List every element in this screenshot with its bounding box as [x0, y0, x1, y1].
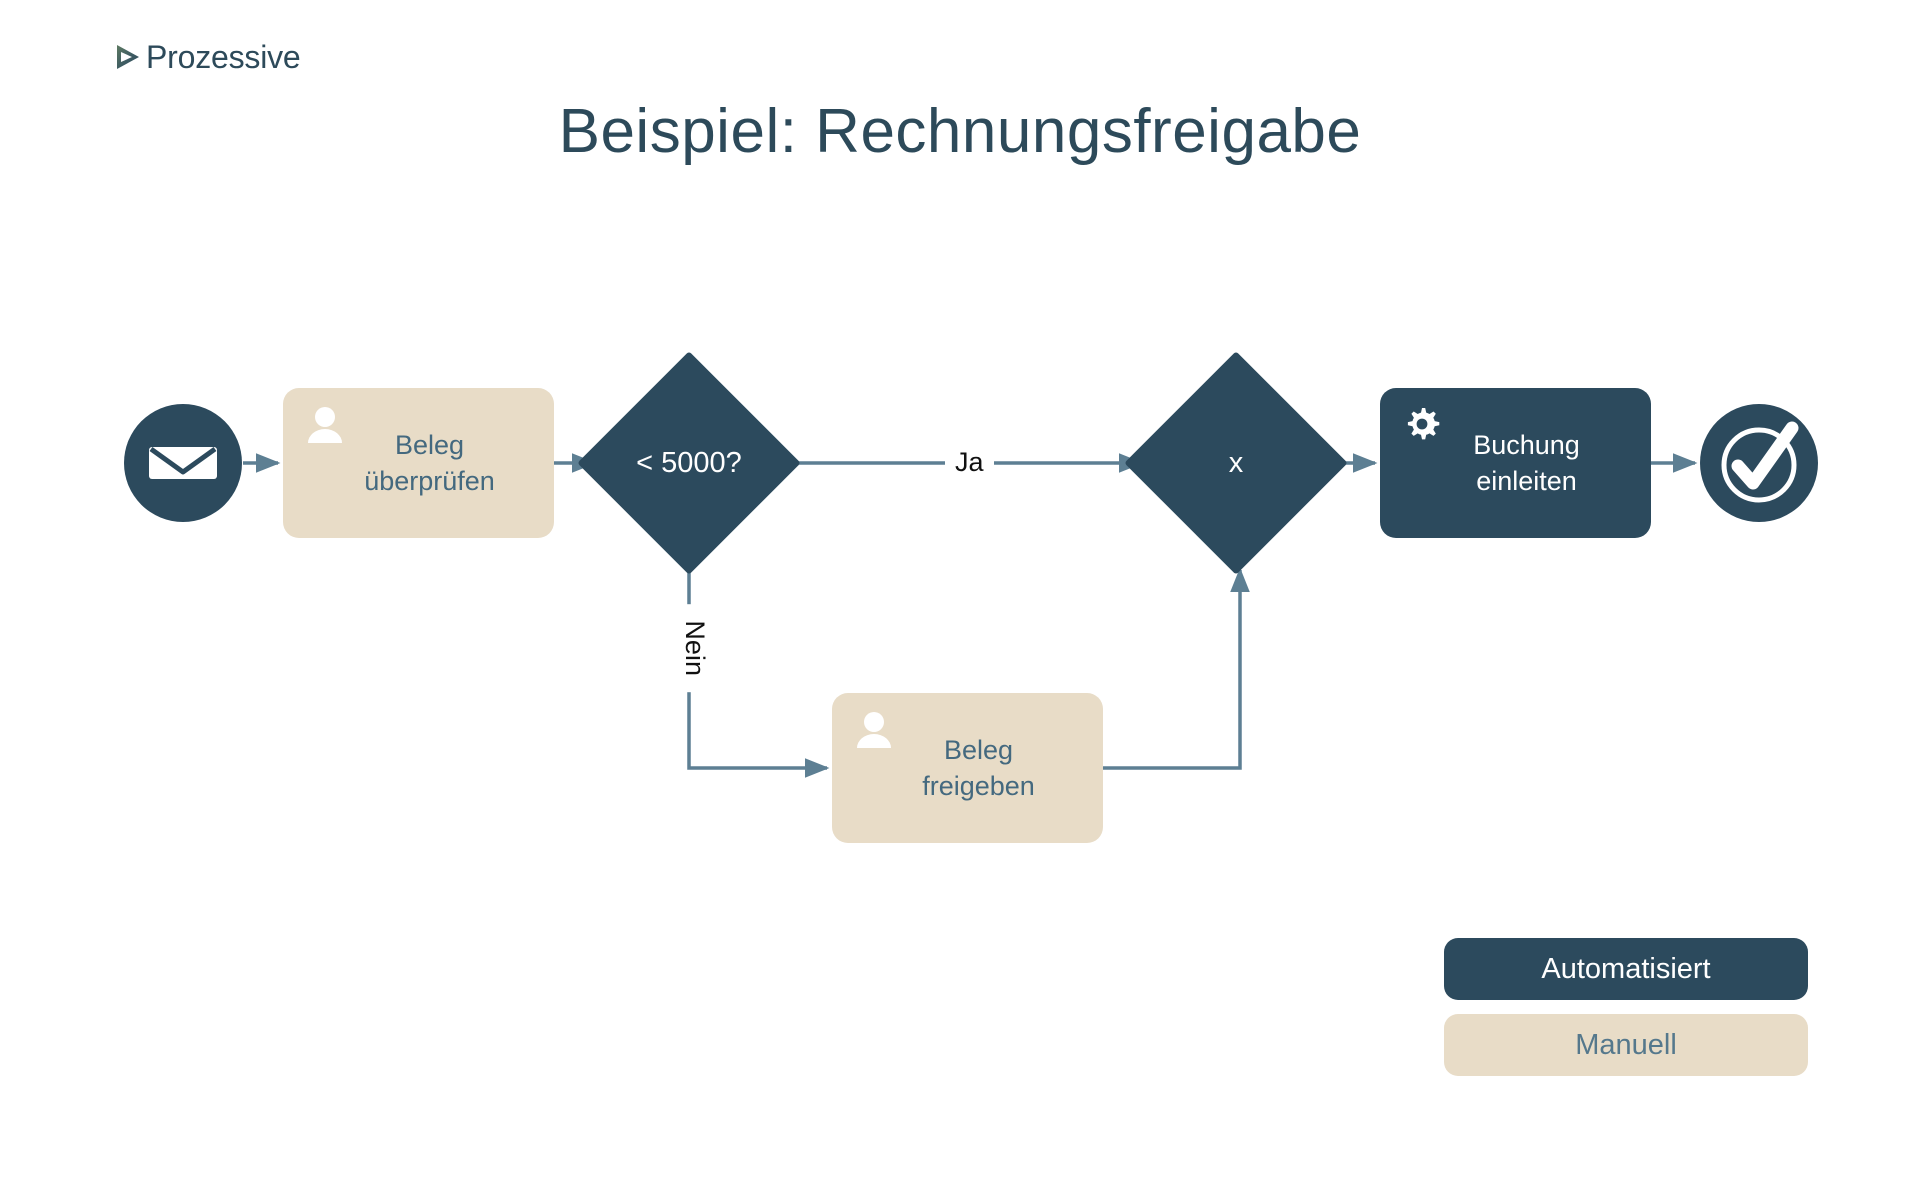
task-label: Beleg überprüfen: [364, 429, 495, 496]
gear-icon: [1402, 404, 1442, 444]
gateway-label: < 5000?: [636, 446, 742, 479]
edge-task2-to-merge: [1103, 567, 1250, 770]
legend-item-automatisiert[interactable]: Automatisiert: [1444, 938, 1808, 1000]
task-label: Beleg freigeben: [922, 734, 1035, 801]
legend: Automatisiert Manuell: [1444, 938, 1808, 1076]
edge-label-ja: Ja: [945, 446, 994, 479]
chevron-right-icon: [112, 40, 142, 74]
check-circle-icon: [1700, 404, 1818, 526]
gateway-label: x: [1228, 446, 1244, 479]
brand-logo: Prozessive: [112, 40, 301, 74]
task-beleg-freigeben[interactable]: Beleg freigeben: [832, 693, 1103, 843]
legend-label: Automatisiert: [1541, 952, 1711, 985]
end-event-node: [1700, 404, 1818, 522]
envelope-icon: [124, 404, 242, 526]
task-buchung-einleiten[interactable]: Buchung einleiten: [1380, 388, 1651, 538]
start-event-node: [124, 404, 242, 522]
edge-label-nein: Nein: [678, 604, 712, 693]
gateway-decision-5000[interactable]: < 5000?: [577, 351, 801, 575]
legend-label: Manuell: [1575, 1028, 1677, 1061]
gateway-merge[interactable]: x: [1124, 351, 1348, 575]
brand-name: Prozessive: [146, 39, 301, 75]
legend-item-manuell[interactable]: Manuell: [1444, 1014, 1808, 1076]
task-label: Buchung einleiten: [1473, 429, 1580, 496]
task-beleg-ueberpruefen[interactable]: Beleg überprüfen: [283, 388, 554, 538]
person-icon: [305, 404, 345, 444]
person-icon: [854, 709, 894, 749]
page-title: Beispiel: Rechnungsfreigabe: [558, 97, 1362, 166]
